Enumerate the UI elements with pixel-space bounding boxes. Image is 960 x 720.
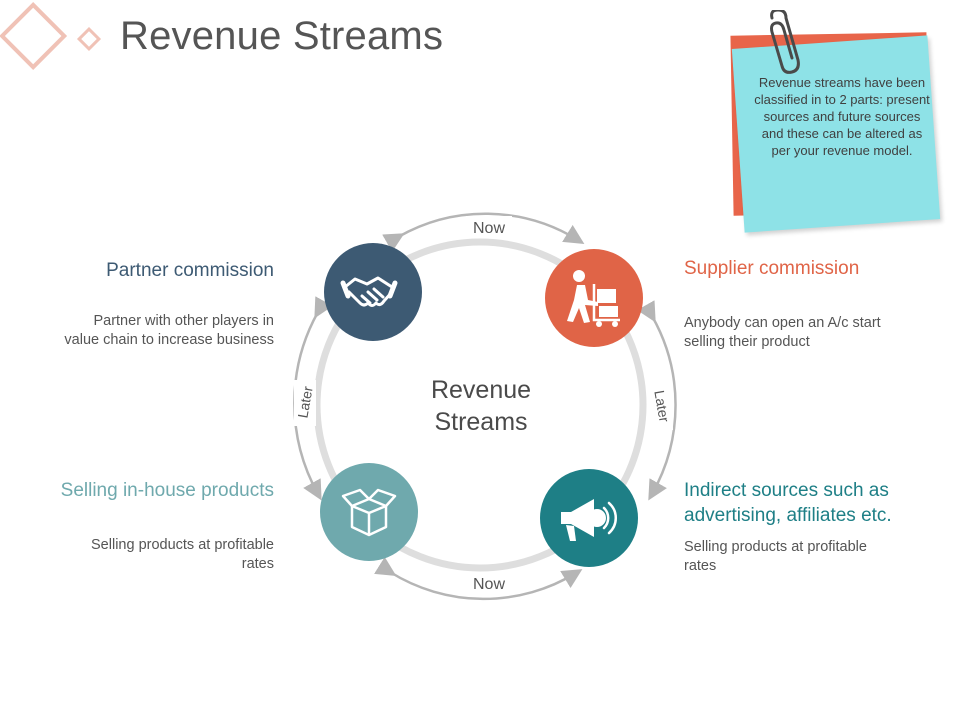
inhouse-title: Selling in-house products: [60, 480, 274, 501]
megaphone-icon: [561, 499, 618, 541]
diamond-logo-icon: [0, 2, 102, 70]
supplier-description: Anybody can open an A/c start selling th…: [684, 315, 881, 350]
delivery-person-icon: [567, 270, 620, 327]
paperclip-icon: [770, 10, 800, 74]
arrow-left-label: Later: [294, 385, 315, 420]
arrow-right-label: Later: [651, 389, 672, 424]
open-box-icon: [341, 488, 397, 537]
center-label: Revenue Streams: [430, 376, 532, 436]
indirect-description: Selling products at profitable rates: [684, 539, 867, 574]
arrow-bottom-label: Now: [473, 576, 505, 593]
sticky-note-text: Revenue streams have been classified in …: [754, 75, 930, 158]
page-title: Revenue Streams: [120, 14, 444, 58]
handshake-icon: [340, 276, 398, 307]
arrow-top-label: Now: [473, 220, 505, 237]
inhouse-description: Selling products at profitable rates: [91, 537, 274, 572]
partner-node: [324, 243, 422, 341]
arrow-top: [382, 212, 585, 252]
indirect-title: Indirect sources such as advertising, af…: [684, 480, 892, 526]
arrow-right: [637, 300, 677, 501]
arrow-bottom: [374, 556, 583, 601]
supplier-title: Supplier commission: [684, 258, 860, 279]
partner-description: Partner with other players in value chai…: [64, 313, 274, 348]
partner-title: Partner commission: [106, 260, 274, 281]
sticky-note: Revenue streams have been classified in …: [728, 10, 944, 233]
